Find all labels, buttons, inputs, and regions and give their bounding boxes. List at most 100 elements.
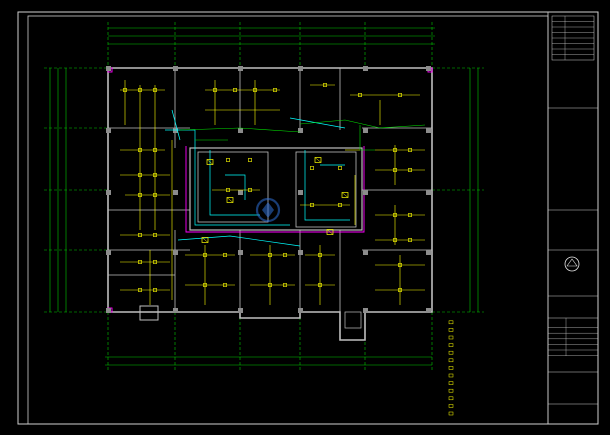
light-fixture-icon: [153, 193, 157, 197]
light-fixture-icon: [268, 283, 272, 287]
distribution-box-icon: [341, 192, 349, 198]
legend-symbol-icon: [448, 381, 454, 385]
structural-columns: [106, 66, 431, 313]
legend-row: [448, 411, 454, 416]
light-fixture-icon: [393, 168, 397, 172]
legend-row: [448, 388, 454, 393]
legend-row: [448, 328, 454, 332]
outer-border: [17, 11, 599, 425]
column-square: [173, 190, 178, 195]
column-square: [173, 66, 178, 71]
light-fixture-icon: [408, 238, 412, 242]
column-square: [363, 308, 368, 313]
legend-symbol-icon: [448, 358, 454, 363]
light-fixture-icon: [138, 88, 142, 92]
legend-row: [448, 350, 454, 355]
column-square: [106, 250, 111, 255]
column-square: [238, 190, 243, 195]
column-square: [363, 190, 368, 195]
distribution-box-icon: [226, 197, 234, 203]
column-square: [363, 128, 368, 133]
column-square: [173, 308, 178, 313]
light-fixture-icon: [233, 88, 237, 92]
light-fixture-icon: [138, 260, 142, 264]
column-square: [106, 190, 111, 195]
legend-symbol-icon: [448, 343, 454, 347]
column-square: [238, 308, 243, 313]
light-fixture-icon: [323, 83, 327, 87]
light-fixture-icon: [253, 88, 257, 92]
legend-row: [448, 335, 454, 340]
light-fixture-icon: [398, 288, 402, 292]
light-fixture-icon: [226, 188, 230, 192]
legend-row: [448, 373, 454, 378]
watermark-logo-icon: [255, 197, 281, 223]
legend-symbol-icon: [448, 388, 454, 393]
light-fixture-icon: [213, 88, 217, 92]
column-square: [298, 66, 303, 71]
column-square: [298, 190, 303, 195]
column-square: [106, 66, 111, 71]
watermark: [255, 197, 281, 223]
light-fixture-icon: [408, 148, 412, 152]
legend-symbol-icon: [448, 404, 454, 408]
light-fixture-icon: [310, 166, 314, 170]
column-square: [426, 250, 431, 255]
column-square: [238, 250, 243, 255]
column-square: [238, 66, 243, 71]
distribution-box-icon: [206, 159, 214, 165]
legend-symbol-icon: [448, 373, 454, 378]
legend-row: [448, 320, 454, 325]
column-square: [106, 128, 111, 133]
light-fixtures: [123, 83, 412, 292]
revision-table: [551, 15, 595, 61]
legend-row: [448, 366, 454, 370]
light-fixture-icon: [138, 288, 142, 292]
light-fixture-icon: [138, 148, 142, 152]
legend-symbol-icon: [448, 411, 454, 416]
light-fixture-icon: [398, 263, 402, 267]
light-fixture-icon: [393, 148, 397, 152]
legend-symbol-icon: [448, 350, 454, 355]
light-fixture-icon: [268, 253, 272, 257]
title-block: [547, 11, 599, 425]
distribution-box-icon: [201, 237, 209, 243]
legend-symbol-icon: [448, 320, 454, 325]
legend-row: [448, 396, 454, 401]
distribution-box-icon: [314, 157, 322, 163]
legend-symbol-icon: [448, 366, 454, 370]
column-square: [173, 250, 178, 255]
light-fixture-icon: [398, 93, 402, 97]
light-fixture-icon: [203, 283, 207, 287]
light-fixture-icon: [283, 253, 287, 257]
legend: [448, 320, 454, 416]
column-square: [363, 250, 368, 255]
column-square: [298, 128, 303, 133]
legend-symbol-icon: [448, 328, 454, 332]
light-fixture-icon: [338, 203, 342, 207]
light-fixture-icon: [153, 233, 157, 237]
column-square: [426, 308, 431, 313]
light-fixture-icon: [153, 173, 157, 177]
light-fixture-icon: [283, 283, 287, 287]
company-seal-icon: [564, 256, 580, 272]
legend-row: [448, 381, 454, 385]
light-fixture-icon: [138, 193, 142, 197]
light-fixture-icon: [408, 213, 412, 217]
light-fixture-icon: [248, 158, 252, 162]
info-table: [548, 318, 598, 356]
light-fixture-icon: [123, 88, 127, 92]
light-fixture-icon: [318, 283, 322, 287]
light-fixture-icon: [408, 168, 412, 172]
light-fixture-icon: [226, 158, 230, 162]
light-fixture-icon: [138, 173, 142, 177]
column-square: [298, 250, 303, 255]
column-square: [426, 66, 431, 71]
column-square: [426, 190, 431, 195]
legend-row: [448, 404, 454, 408]
column-square: [363, 66, 368, 71]
light-fixture-icon: [338, 166, 342, 170]
legend-symbol-icon: [448, 396, 454, 401]
